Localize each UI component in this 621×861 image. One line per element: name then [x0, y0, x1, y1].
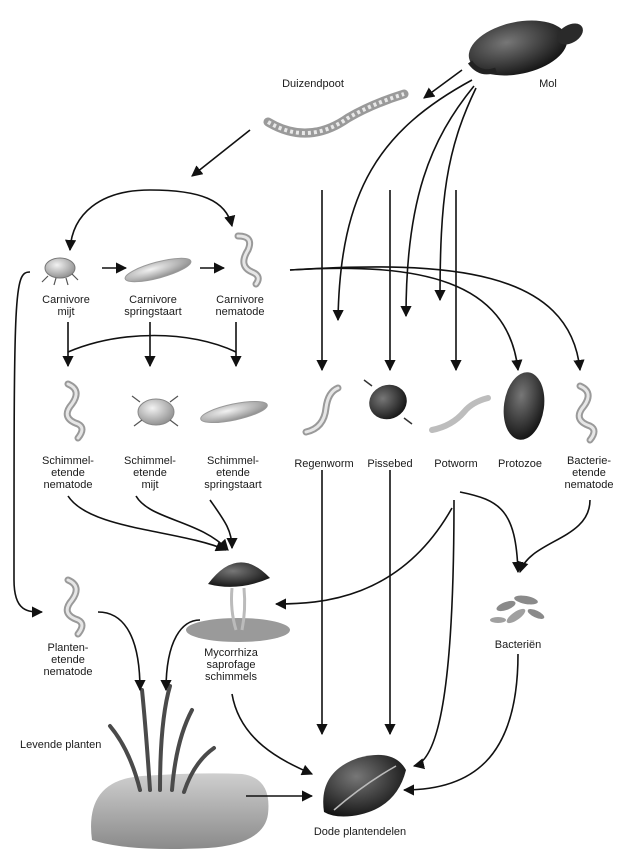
- arrow-protozoe-bacterien: [460, 492, 518, 572]
- arrow-carn-curve: [68, 336, 236, 353]
- label-protozoe: Protozoe: [488, 458, 552, 470]
- regenworm-illustration: [306, 388, 338, 432]
- label-bacterien: Bacteriën: [478, 639, 558, 651]
- label-levende-planten: Levende planten: [20, 739, 140, 751]
- arrow-schimmelnem-mycorrhiza: [68, 496, 226, 550]
- arrow-potworm-dode: [414, 500, 454, 766]
- arrow-mijt-down-left: [14, 272, 42, 612]
- label-bacterie-nematode: Bacterie- etende nematode: [558, 455, 620, 491]
- arrow-duizendpoot-carnivores: [192, 130, 250, 176]
- label-mycorrhiza: Mycorrhiza saprofage schimmels: [186, 647, 276, 683]
- label-regenworm: Regenworm: [284, 458, 364, 470]
- schimmel-mijt-illustration: [132, 396, 178, 426]
- label-carnivore-springstaart: Carnivore springstaart: [108, 294, 198, 318]
- arrow-carnivore-top-left: [70, 190, 150, 250]
- label-mol: Mol: [528, 78, 568, 90]
- arrow-schimmelmijt-mycorrhiza: [136, 496, 228, 550]
- arrow-schimmelspring-mycorrhiza: [210, 500, 232, 548]
- arrow-mol-duizendpoot: [424, 70, 462, 98]
- arrow-carnivore-top-right: [150, 190, 232, 226]
- label-carnivore-mijt: Carnivore mijt: [26, 294, 106, 318]
- duizendpoot-illustration: [268, 94, 404, 133]
- arrow-mycorrhiza-dode: [232, 694, 312, 774]
- label-potworm: Potworm: [426, 458, 486, 470]
- carnivore-nematode-illustration: [238, 236, 258, 284]
- arrow-bacterien-dode: [404, 654, 518, 790]
- label-schimmel-mijt: Schimmel- etende mijt: [110, 455, 190, 491]
- label-duizendpoot: Duizendpoot: [268, 78, 358, 90]
- mol-illustration: [464, 12, 587, 84]
- schimmel-springstaart-illustration: [199, 397, 269, 427]
- carnivore-springstaart-illustration: [123, 253, 193, 286]
- carnivore-mijt-illustration: [42, 258, 78, 285]
- arrow-bacterie-nematode-bacterien: [520, 500, 590, 572]
- label-schimmel-nematode: Schimmel- etende nematode: [28, 455, 108, 491]
- label-dode-plantendelen: Dode plantendelen: [300, 826, 420, 838]
- bacterie-nematode-illustration: [579, 386, 594, 440]
- mycorrhiza-illustration: [186, 562, 290, 642]
- label-planten-nematode: Planten- etende nematode: [28, 642, 108, 678]
- arrow-nematode-protozoe: [290, 268, 518, 370]
- planten-nematode-illustration: [67, 580, 82, 634]
- arrow-bacterienem-mycorrhiza: [276, 508, 452, 604]
- bacterien-illustration: [490, 594, 546, 626]
- label-pissebed: Pissebed: [356, 458, 424, 470]
- arrow-nematode-bacterie-nematode: [290, 267, 580, 370]
- dode-plantendelen-illustration: [323, 755, 406, 817]
- label-carnivore-nematode: Carnivore nematode: [200, 294, 280, 318]
- pissebed-illustration: [364, 380, 412, 425]
- potworm-illustration: [432, 398, 488, 430]
- label-schimmel-springstaart: Schimmel- etende springstaart: [190, 455, 276, 491]
- levende-planten-illustration: [91, 686, 268, 849]
- arrow-mol-potworm: [440, 88, 476, 300]
- protozoe-illustration: [499, 370, 548, 443]
- schimmel-nematode-illustration: [67, 384, 82, 438]
